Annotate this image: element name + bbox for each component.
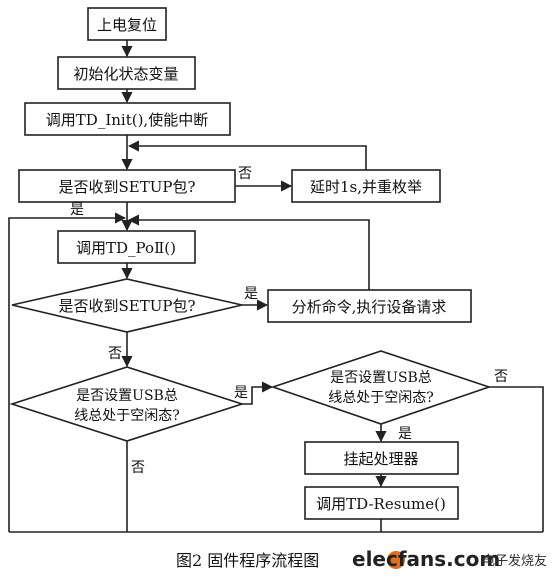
node-power-reset: 上电复位 — [87, 7, 167, 41]
node-call-td-resume-label: 调用TD-Resume() — [316, 495, 446, 513]
node-q-setup2: 是否收到SETUP包? — [11, 278, 243, 333]
node-call-td-init: 调用TD_Init(),使能中断 — [24, 102, 231, 136]
node-q-setup2-label: 是否收到SETUP包? — [58, 297, 195, 315]
node-power-reset-label: 上电复位 — [97, 16, 157, 34]
watermark-brand: elecfans.com — [352, 547, 500, 571]
node-analyze-cmd: 分析命令,执行设备请求 — [267, 289, 472, 323]
edge-label-yes-setup1: 是 — [70, 202, 84, 218]
arrow-delay-loopback — [127, 140, 367, 170]
edge-label-yes-usb2: 是 — [398, 426, 412, 442]
edge-label-yes-setup2: 是 — [244, 286, 258, 302]
node-analyze-cmd-label: 分析命令,执行设备请求 — [292, 298, 447, 316]
edge-label-no-setup2: 否 — [108, 346, 122, 362]
node-call-td-resume: 调用TD-Resume() — [304, 486, 459, 520]
node-q-usb-idle1: 是否设置USB总 线总处于空闲态? — [9, 366, 245, 442]
figure-caption: 图2 固件程序流程图 — [176, 551, 319, 570]
connectors — [8, 40, 544, 533]
edge-labels: 否 是 是 否 是 否 否 是 — [70, 166, 508, 476]
watermark-brand-cn: 电子发烧友 — [482, 553, 547, 569]
node-q-usb-idle2-line1: 是否设置USB总 — [330, 370, 432, 386]
arrow-qusb1-yes — [242, 381, 274, 405]
edge-label-yes-usb1: 是 — [234, 385, 248, 401]
arrow-analyze-loopback — [127, 214, 370, 290]
node-delay-enum: 延时1s,并重枚举 — [291, 169, 441, 203]
arrow-outer-loopback — [8, 212, 127, 532]
node-call-td-poll: 调用TD_PoⅡ() — [57, 230, 196, 264]
node-delay-enum-label: 延时1s,并重枚举 — [310, 178, 422, 196]
node-q-usb-idle1-line1: 是否设置USB总 — [76, 388, 178, 404]
edge-label-no-usb1: 否 — [131, 460, 145, 476]
node-q-usb-idle2: 是否设置USB总 线总处于空闲态? — [270, 350, 492, 425]
node-suspend-label: 挂起处理器 — [343, 450, 418, 468]
node-call-td-poll-label: 调用TD_PoⅡ() — [76, 239, 176, 257]
edge-label-no-setup1: 否 — [238, 166, 252, 182]
node-suspend: 挂起处理器 — [304, 441, 459, 475]
node-call-td-init-label: 调用TD_Init(),使能中断 — [46, 111, 208, 129]
node-q-setup1-label: 是否收到SETUP包? — [58, 178, 195, 196]
node-q-usb-idle1-line2: 线总处于空闲态? — [74, 408, 180, 424]
node-q-usb-idle2-line2: 线总处于空闲态? — [328, 390, 434, 406]
watermark-globe-icon — [387, 551, 405, 569]
edge-label-no-usb2: 否 — [494, 369, 508, 385]
watermark-logo: elecfans.com 电子发烧友 — [352, 547, 547, 571]
node-init-state: 初始化状态变量 — [57, 56, 196, 90]
node-init-state-label: 初始化状态变量 — [73, 65, 178, 83]
node-q-setup1: 是否收到SETUP包? — [18, 169, 236, 203]
line-qusb2-no — [489, 386, 544, 532]
